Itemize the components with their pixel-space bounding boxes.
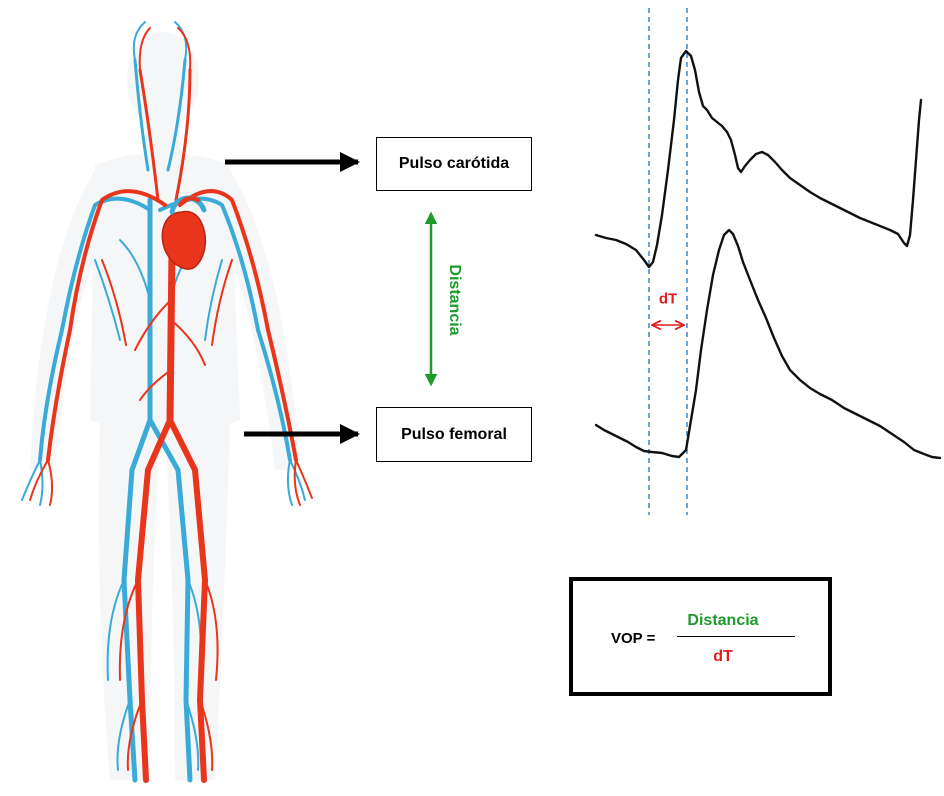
femoral-pulse-label: Pulso femoral <box>401 426 507 444</box>
formula-numerator: Distancia <box>687 612 758 630</box>
fraction-bar <box>677 636 795 637</box>
carotid-waveform <box>596 51 921 267</box>
formula-lhs: VOP = <box>611 630 655 647</box>
formula-box: VOP = Distancia dT <box>569 577 832 696</box>
body-silhouette <box>30 32 300 780</box>
time-delay-label: dT <box>659 291 677 308</box>
femoral-pulse-box: Pulso femoral <box>376 407 532 462</box>
carotid-pulse-box: Pulso carótida <box>376 137 532 191</box>
circulatory-system-illustration <box>22 22 312 780</box>
distance-label: Distancia <box>445 264 463 335</box>
formula-denominator: dT <box>713 648 733 666</box>
pulse-waveforms <box>596 8 940 515</box>
carotid-pulse-label: Pulso carótida <box>399 155 509 173</box>
